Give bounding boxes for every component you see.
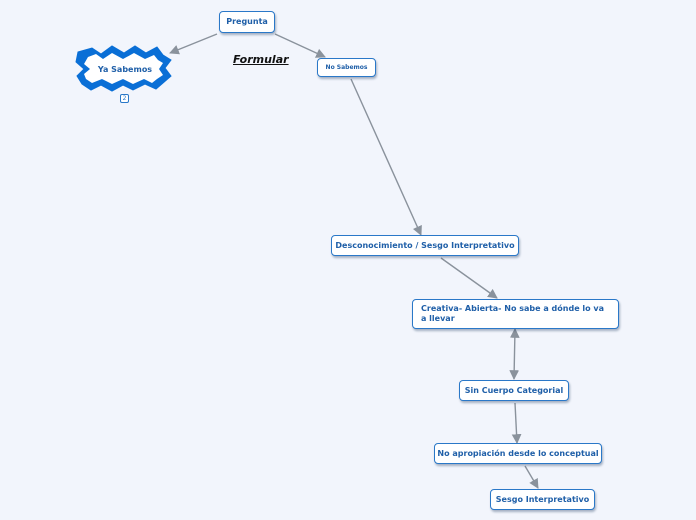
node-pregunta[interactable]: Pregunta (219, 11, 275, 33)
connector-pregunta-ya-sabemos (169, 33, 218, 55)
node-creativa-abierta[interactable]: Creativa- Abierta- No sabe a dónde lo va… (412, 299, 619, 329)
connector-pregunta-no-sabemos (274, 33, 326, 58)
node-sin-cuerpo-categorial[interactable]: Sin Cuerpo Categorial (459, 380, 569, 401)
ya-sabemos-badge[interactable]: 2 (120, 94, 129, 103)
connector-sin-cuerpo-no-apropiacion (511, 402, 522, 444)
node-no-apropiacion[interactable]: No apropiación desde lo conceptual (434, 443, 602, 464)
connector-no-sabemos-desconocimiento (350, 78, 422, 236)
connector-desconocimiento-creativa (440, 257, 498, 299)
ya-sabemos-burst-inner (84, 53, 163, 84)
connector-no-apropiacion-sesgo (524, 465, 539, 489)
floating-label-formular[interactable]: Formular (233, 53, 289, 66)
connector-creativa-sin-cuerpo (509, 328, 520, 380)
node-no-sabemos[interactable]: No Sabemos (317, 58, 376, 77)
node-ya-sabemos-label[interactable]: Ya Sabemos (97, 65, 153, 74)
node-sesgo-interpretativo[interactable]: Sesgo Interpretativo (490, 489, 595, 510)
node-desconocimiento[interactable]: Desconocimiento / Sesgo Interpretativo (331, 235, 519, 256)
